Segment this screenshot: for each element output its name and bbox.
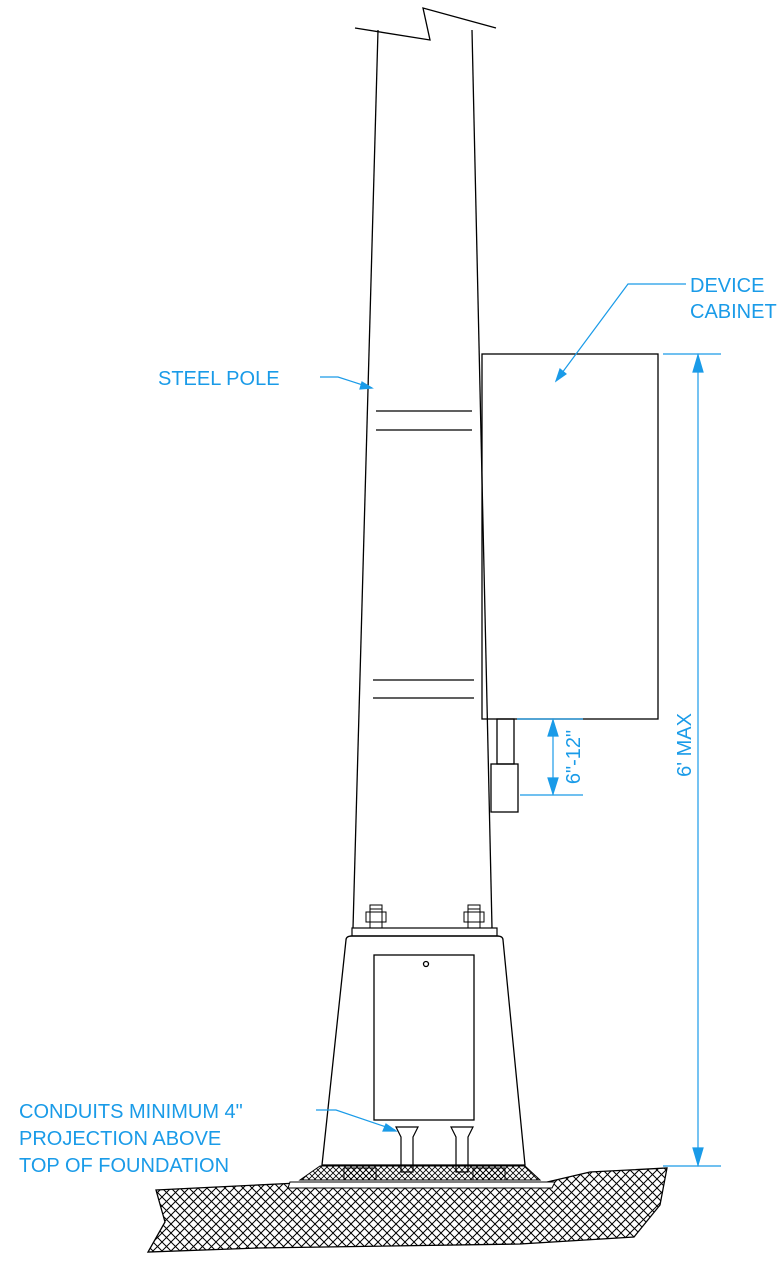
cabinet-conduit [496, 718, 515, 765]
pedestal-base [321, 935, 526, 1166]
conduits-leader-arrow [382, 1123, 398, 1132]
grade-hatch [146, 1167, 668, 1253]
clearance-arrow-bottom [547, 777, 559, 797]
device-label: DEVICE [690, 275, 764, 297]
cabinet-fitting [490, 763, 519, 813]
foundation [146, 1165, 668, 1253]
conduits-note-line-2: PROJECTION ABOVE [19, 1128, 221, 1150]
cabinet-label: CABINET [690, 301, 777, 323]
dim-arrow-bottom [692, 1147, 704, 1168]
clearance-dimension-label: 6"-12" [563, 730, 585, 784]
steel-pole-label: STEEL POLE [158, 368, 280, 390]
pole-leader-arrow [359, 381, 374, 390]
clearance-arrow-top [547, 717, 559, 737]
steel-pole [352, 7, 497, 929]
anchor-bolt-left [365, 904, 387, 929]
anchor-bolt-right [463, 904, 485, 929]
handhole-door [373, 954, 475, 1121]
pole-leader [320, 376, 373, 389]
cabinet-leader-arrow [554, 367, 567, 383]
height-dimension-label: 6' MAX [674, 713, 696, 777]
conduits-note-line-3: TOP OF FOUNDATION [19, 1155, 229, 1177]
door-latch [422, 960, 430, 968]
annotations [316, 283, 721, 1168]
base-plate [350, 927, 499, 937]
conduits-note-line-1: CONDUITS MINIMUM 4" [19, 1101, 243, 1123]
pole-break-line [354, 7, 497, 41]
dim-arrow-top [692, 352, 704, 373]
conduits-leader [316, 1109, 396, 1131]
cabinet-leader [555, 283, 686, 382]
